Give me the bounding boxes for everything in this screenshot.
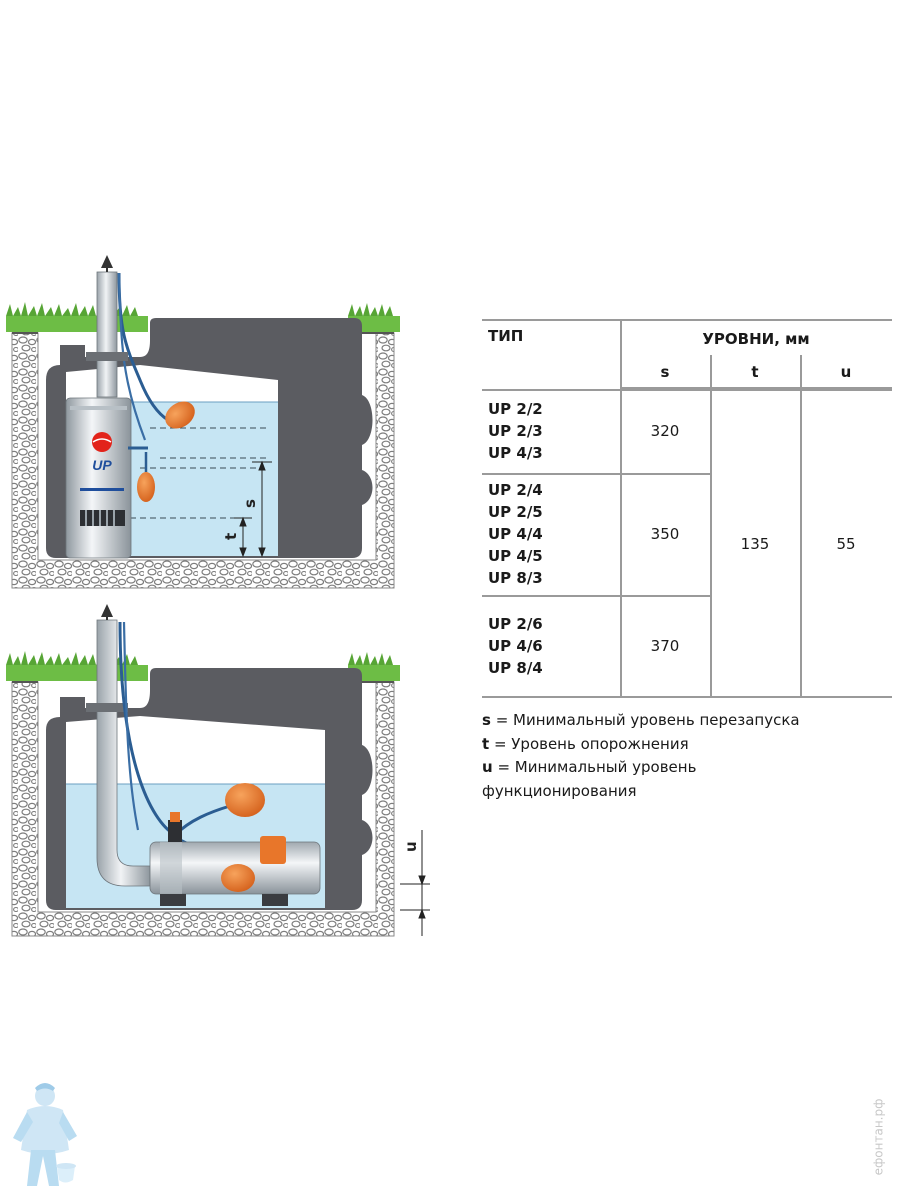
watermark-text: ефонтан.рф (871, 1098, 886, 1176)
discharge-pipe (96, 271, 118, 398)
grass-left-2 (6, 651, 148, 681)
t-value: 135 (740, 535, 770, 553)
model-name: UP 4/6 (488, 637, 543, 655)
legend-item-s: s = Минимальный уровень перезапуска (482, 711, 800, 729)
dimension-s-label: s (241, 499, 259, 508)
model-name: UP 2/6 (488, 615, 543, 633)
levels-header: УРОВНИ, мм (702, 330, 810, 348)
upper-float-switch (165, 401, 195, 429)
group-2-s-value: 350 (650, 525, 680, 543)
table-rule-bottom (482, 696, 892, 698)
model-name: UP 2/2 (488, 400, 543, 418)
dimension-u (400, 830, 430, 936)
table-rule-header (482, 389, 892, 391)
model-group-2: UP 2/4 UP 2/5 UP 4/4 UP 4/5 UP 8/3 (488, 479, 543, 589)
horizontal-pump-diagram: u (6, 604, 430, 937)
pump-brand-label: UP (92, 457, 112, 473)
u-value: 55 (836, 535, 856, 553)
table-rule-subheader (620, 387, 892, 389)
pump-body (65, 397, 132, 559)
model-name: UP 4/4 (488, 525, 543, 543)
dimension-t (234, 516, 252, 558)
model-name: UP 4/5 (488, 547, 543, 565)
lower-float-switch-2 (221, 864, 255, 892)
model-group-1: UP 2/2 UP 2/3 UP 4/3 (488, 398, 543, 464)
vertical-pump-diagram: UP s t (6, 255, 400, 589)
plumber-mascot-logo (13, 1083, 77, 1186)
levels-table: ТИП УРОВНИ, мм s t u UP 2/2 UP 2/3 UP 4/… (482, 319, 892, 698)
column-t-header: t (751, 363, 759, 381)
table-col-rule-2 (710, 355, 712, 697)
model-name: UP 2/3 (488, 422, 543, 440)
dimension-t-label: t (222, 533, 240, 540)
table-rule-group1 (482, 473, 712, 475)
column-s-header: s (660, 363, 670, 381)
model-name: UP 2/5 (488, 503, 543, 521)
legend: s = Минимальный уровень перезапуска t = … (482, 709, 882, 803)
column-u-header: u (840, 363, 852, 381)
group-1-s-value: 320 (650, 422, 680, 440)
table-col-rule-1 (620, 319, 622, 697)
dimension-u-label: u (402, 841, 420, 852)
grass-left (6, 302, 148, 332)
lower-float-switch (137, 472, 155, 502)
model-group-3: UP 2/6 UP 4/6 UP 8/4 (488, 613, 543, 679)
model-name: UP 2/4 (488, 481, 543, 499)
legend-item-t: t = Уровень опорожнения (482, 734, 689, 753)
group-3-s-value: 370 (650, 637, 680, 655)
model-name: UP 8/4 (488, 659, 543, 677)
model-name: UP 8/3 (488, 569, 543, 587)
table-rule-group2 (482, 595, 712, 597)
model-name: UP 4/3 (488, 444, 543, 462)
type-header: ТИП (488, 327, 524, 345)
watermark: ефонтан.рф (870, 1090, 900, 1190)
dimension-s (252, 460, 272, 558)
table-rule-top (482, 319, 892, 321)
table-col-rule-3 (800, 355, 802, 697)
upper-float-switch-2 (225, 783, 265, 817)
installation-diagrams: UP s t (6, 255, 430, 937)
legend-item-u: u = Минимальный уровень функционирования (482, 758, 697, 800)
